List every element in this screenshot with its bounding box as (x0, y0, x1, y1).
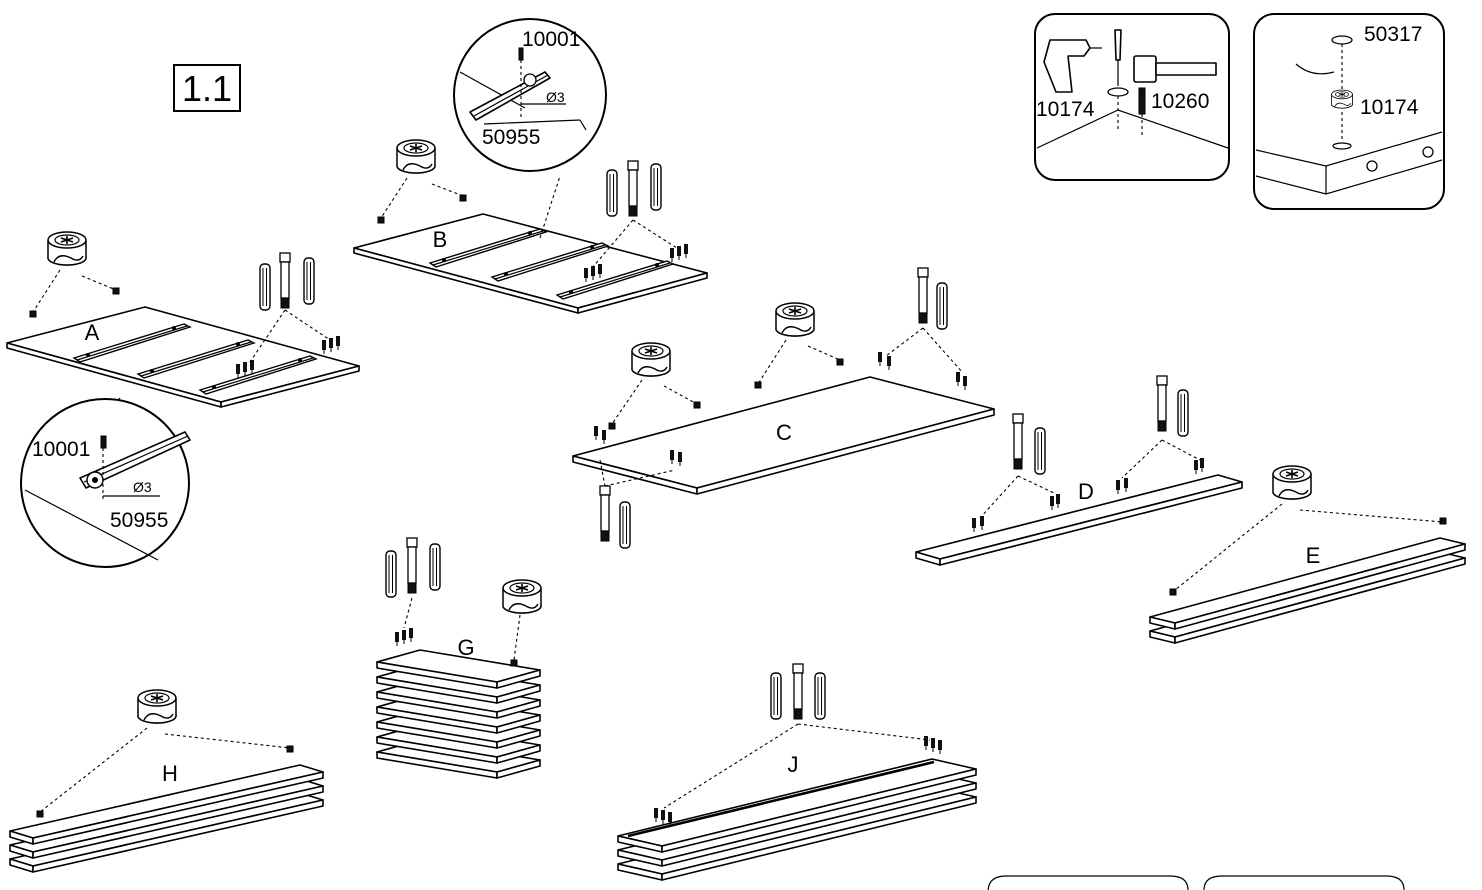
panel-e: E (1149, 465, 1466, 644)
panel-h: H (9, 689, 324, 873)
cam-lock-icon (137, 689, 177, 724)
next-step-box-2 (1203, 875, 1405, 890)
panel-label-c: C (776, 420, 792, 445)
panel-j: J (617, 663, 977, 881)
hand-icon (1295, 63, 1335, 75)
cam-lock-icon (47, 231, 87, 266)
wood-dowel-icon (619, 501, 631, 549)
panel-a: A (6, 231, 360, 439)
panel-c: C (572, 267, 995, 549)
cam-lock-icon (1331, 89, 1353, 109)
cam-bolt-icon (917, 267, 929, 324)
tools-box: 10174 10260 (1034, 13, 1230, 181)
svg-text:10001: 10001 (522, 28, 580, 51)
cover-cap-icon (1331, 35, 1353, 45)
wood-dowel-icon (770, 672, 782, 720)
svg-text:10174: 10174 (1036, 98, 1095, 121)
wood-dowel-icon (606, 169, 618, 217)
callout-left: 10001 Ø3 50955 (20, 398, 191, 568)
svg-text:50317: 50317 (1364, 23, 1422, 46)
panel-label-a: A (85, 320, 100, 345)
svg-text:50955: 50955 (482, 126, 540, 149)
panel-label-d: D (1078, 479, 1094, 504)
svg-text:Ø3: Ø3 (133, 479, 152, 495)
wood-dowel-icon (429, 543, 441, 591)
svg-text:Ø3: Ø3 (546, 89, 565, 105)
screwdriver-icon (1114, 29, 1122, 86)
callout-top: 10001 Ø3 50955 (453, 18, 607, 172)
svg-text:10174: 10174 (1360, 96, 1419, 119)
panel-label-g: G (457, 635, 474, 660)
wood-dowel-icon (259, 263, 271, 311)
cam-bolt-icon (792, 663, 804, 720)
cam-bolt-icon (1156, 375, 1168, 432)
panel-b: B (353, 139, 708, 314)
svg-text:10001: 10001 (32, 438, 90, 461)
cam-bolt-icon (279, 252, 291, 309)
panel-label-e: E (1306, 543, 1321, 568)
wood-dowel-icon (303, 257, 315, 305)
panel-label-j: J (788, 752, 799, 777)
step-number-box: 1.1 (173, 64, 241, 112)
panel-g: G (376, 537, 542, 779)
cam-lock-icon (502, 579, 542, 614)
wood-dowel-icon (650, 163, 662, 211)
step-number: 1.1 (182, 68, 232, 109)
wood-dowel-icon (1034, 427, 1046, 475)
hammer-icon (1133, 55, 1217, 83)
wood-dowel-icon (936, 282, 948, 330)
wood-dowel-icon (814, 672, 826, 720)
cam-lock-icon (1272, 465, 1312, 500)
panel-label-h: H (162, 761, 178, 786)
wood-dowel-icon (1177, 389, 1189, 437)
next-step-box-1 (987, 875, 1189, 890)
cam-bolt-icon (1012, 413, 1024, 470)
drill-icon (1043, 39, 1102, 93)
cam-lock-icon (396, 139, 436, 174)
panel-label-b: B (433, 227, 448, 252)
svg-text:50955: 50955 (110, 509, 168, 532)
svg-text:10260: 10260 (1151, 90, 1209, 113)
cam-bolt-icon (627, 160, 639, 217)
cam-bolt-icon (406, 537, 418, 594)
wood-dowel-icon (385, 550, 397, 598)
cover-cap-box: 50317 10174 (1253, 13, 1445, 210)
cam-lock-icon (775, 302, 815, 337)
panel-d: D (915, 375, 1243, 566)
cam-lock-icon (631, 342, 671, 377)
cam-bolt-icon (599, 485, 611, 542)
